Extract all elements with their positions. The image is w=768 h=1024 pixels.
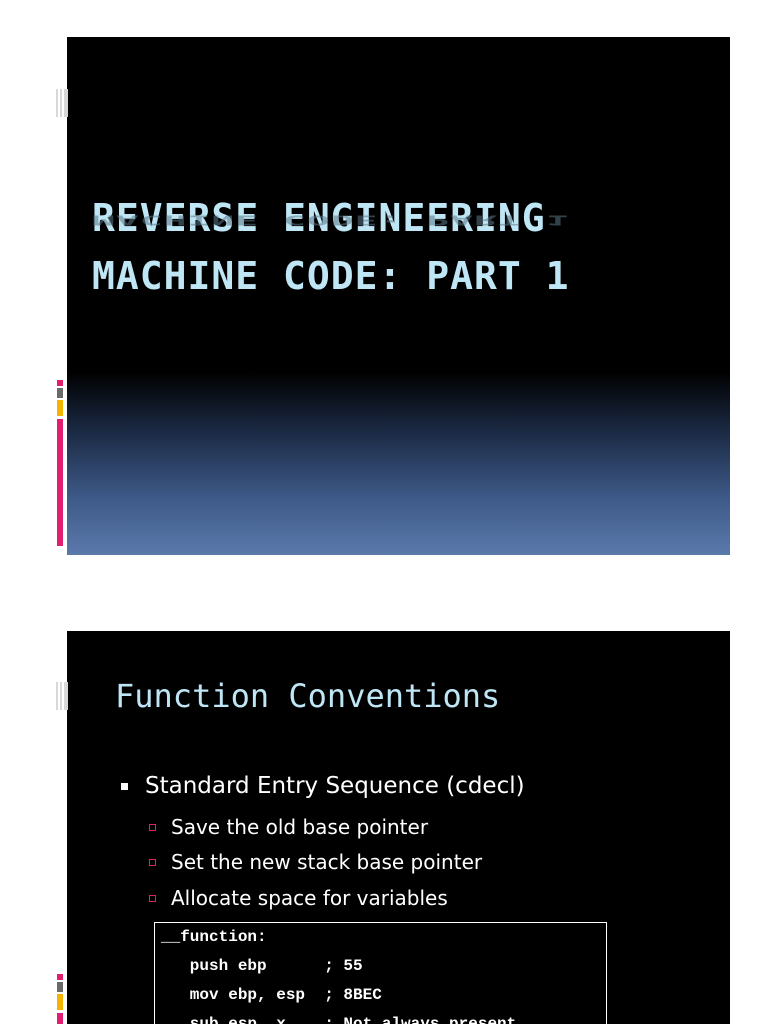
- bullet-text: Standard Entry Sequence (cdecl): [145, 773, 525, 799]
- sub-bullet-item: Allocate space for variables: [149, 886, 448, 910]
- bullet-item: Standard Entry Sequence (cdecl): [121, 773, 525, 799]
- code-line: push ebp ; 55: [161, 957, 363, 975]
- slide-grip-icon: [56, 89, 68, 117]
- code-line: __function:: [161, 928, 267, 946]
- slide-grip-icon: [56, 682, 68, 710]
- sub-bullet-text: Allocate space for variables: [171, 886, 448, 910]
- sub-bullet-text: Set the new stack base pointer: [171, 850, 483, 874]
- title-slide: REVERSE ENGINEERING MACHINE CODE: PART 1…: [67, 37, 730, 555]
- code-line: mov ebp, esp ; 8BEC: [161, 986, 382, 1004]
- code-line: sub esp, x ; Not always present: [161, 1015, 517, 1024]
- sub-bullet-item: Save the old base pointer: [149, 815, 428, 839]
- slide-accent-bars: [57, 380, 65, 546]
- hollow-square-bullet-icon: [149, 823, 156, 831]
- hollow-square-bullet-icon: [149, 894, 156, 902]
- sub-bullet-item: Set the new stack base pointer: [149, 850, 482, 874]
- code-block: __function: push ebp ; 55 mov ebp, esp ;…: [154, 922, 607, 1024]
- content-slide: Function Conventions Standard Entry Sequ…: [67, 631, 730, 1024]
- slide-title-reflection: MACHINE CODE: PART 1: [92, 212, 570, 228]
- square-bullet-icon: [121, 782, 128, 790]
- hollow-square-bullet-icon: [149, 858, 156, 866]
- slide-accent-bars: [57, 974, 65, 1024]
- sub-bullet-text: Save the old base pointer: [171, 815, 429, 839]
- slide-title: Function Conventions: [115, 677, 501, 715]
- slide-title: REVERSE ENGINEERING MACHINE CODE: PART 1: [92, 196, 570, 298]
